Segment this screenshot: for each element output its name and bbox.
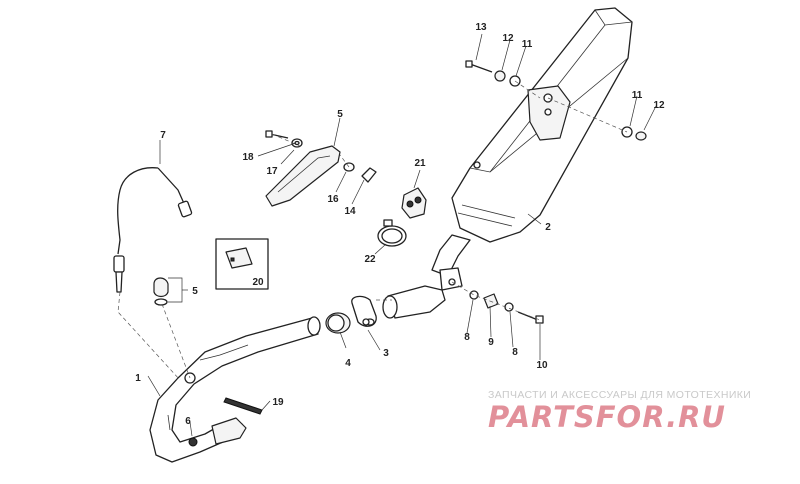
callout-10: 10 [536,360,548,371]
watermark-logo: PARTSFOR.RU [488,400,726,434]
plug-part-5[interactable] [153,277,169,306]
washer-part-17[interactable] [291,138,303,148]
washer-part-12b[interactable] [635,131,647,141]
connector-part-20[interactable] [215,238,269,290]
lambda-sensor-part-7[interactable] [113,167,193,293]
callout-6: 6 [185,416,191,427]
callout-8a: 8 [464,332,470,343]
callout-20: 20 [252,277,264,288]
silencer-part-2[interactable] [431,7,633,291]
bolt-part-13[interactable] [465,60,493,73]
gasket-part-4[interactable] [325,312,351,334]
callout-12a: 12 [502,33,514,44]
callout-22: 22 [364,254,376,265]
clamp-part-3[interactable] [351,295,377,327]
callout-7: 7 [160,130,166,141]
callout-12b: 12 [653,100,665,111]
watermark-tagline: ЗАПЧАСТИ И АКСЕССУАРЫ ДЛЯ МОТОТЕХНИКИ [488,389,752,401]
callout-3: 3 [383,348,389,359]
callout-11b: 11 [632,90,643,101]
spacer-part-9[interactable] [483,293,499,309]
link-pipe[interactable] [382,285,446,319]
callout-21: 21 [414,158,426,169]
callout-19: 19 [272,397,284,408]
nut-part-14[interactable] [361,167,377,183]
callout-9: 9 [488,337,494,348]
callout-16: 16 [327,194,339,205]
callout-1: 1 [135,373,141,384]
callout-14: 14 [344,206,356,217]
hose-clamp-part-22[interactable] [377,219,407,247]
callout-17: 17 [266,166,278,177]
callout-4: 4 [345,358,351,369]
callout-5b: 5 [192,286,198,297]
callout-2: 2 [545,222,551,233]
header-pipe-part-1[interactable] [149,316,321,463]
bolt-part-10[interactable] [517,311,544,324]
leader-lines [117,33,657,437]
clip-part-21[interactable] [401,187,427,219]
heat-shield-part-5[interactable] [265,145,341,207]
callout-labels: 1 2 3 4 5 5 6 7 8 8 9 10 11 11 12 12 13 … [135,22,665,427]
callout-11a: 11 [522,39,533,50]
grommet-part-8a[interactable] [469,290,479,300]
callout-13: 13 [475,22,487,33]
callout-8b: 8 [512,347,518,358]
callout-5a: 5 [337,109,343,120]
strap-part-19[interactable] [223,397,263,415]
callout-18: 18 [242,152,254,163]
screw-part-18[interactable] [265,130,289,139]
washer-part-12a[interactable] [494,70,506,82]
